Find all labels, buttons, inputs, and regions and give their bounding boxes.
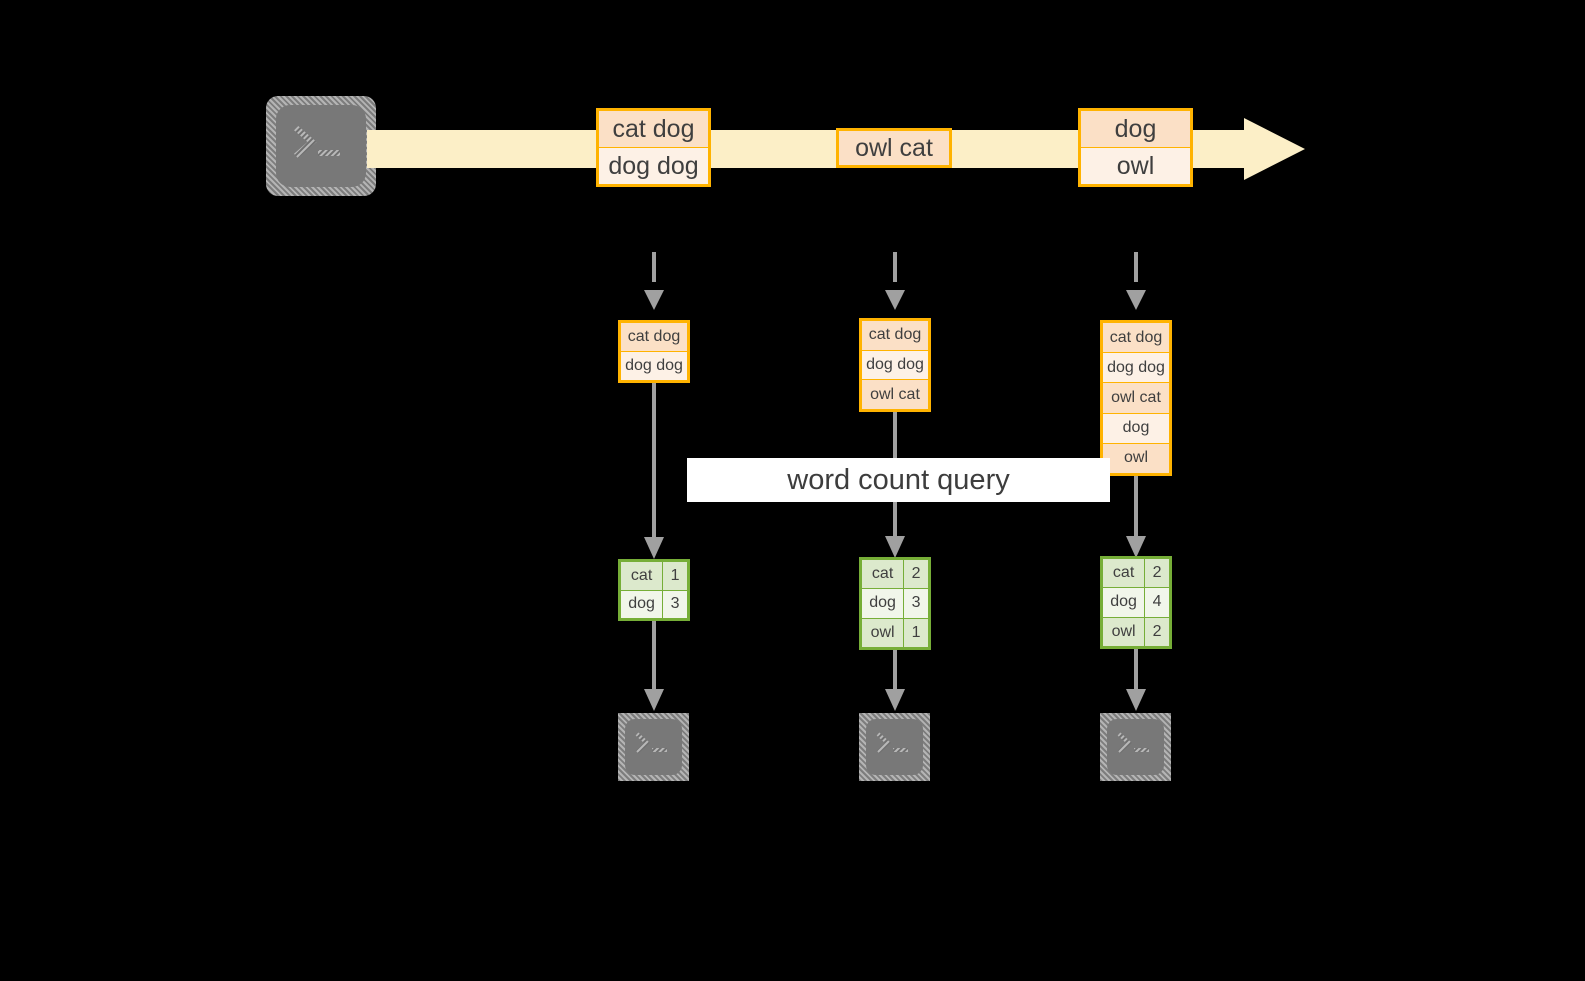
word-cell: owl bbox=[1103, 617, 1146, 646]
word-cell: dog bbox=[862, 589, 905, 618]
count-cell: 2 bbox=[904, 560, 928, 589]
word-cell: cat bbox=[621, 562, 664, 590]
record-row: cat dog bbox=[862, 321, 928, 351]
result-table-column-1: cat 1 dog 3 bbox=[618, 559, 690, 621]
table-row: cat 2 bbox=[862, 560, 928, 590]
word-cell: cat bbox=[862, 560, 905, 589]
table-row: owl 2 bbox=[1103, 617, 1169, 646]
count-cell: 2 bbox=[1145, 617, 1169, 646]
query-connector-column-1 bbox=[644, 383, 664, 559]
count-cell: 4 bbox=[1145, 588, 1169, 617]
prompt-glyph-icon bbox=[635, 732, 667, 754]
prompt-glyph-icon bbox=[294, 125, 340, 159]
icon-plate bbox=[1107, 719, 1164, 775]
stream-batch-3: dog owl bbox=[1078, 108, 1193, 187]
sink-connector-column-1 bbox=[644, 621, 664, 711]
prompt-glyph-icon bbox=[1117, 732, 1149, 754]
table-row: cat 2 bbox=[1103, 559, 1169, 589]
record-row: owl cat bbox=[1103, 383, 1169, 414]
sink-connector-column-2 bbox=[885, 650, 905, 711]
accumulated-records-column-3: cat dog dog dog owl cat dog owl bbox=[1100, 320, 1172, 476]
stream-batch-2: owl cat bbox=[836, 128, 952, 168]
sink-terminal-icon-column-2 bbox=[859, 713, 930, 781]
icon-plate bbox=[276, 105, 366, 187]
table-row: dog 4 bbox=[1103, 588, 1169, 618]
query-label: word count query bbox=[687, 458, 1110, 502]
sink-terminal-icon-column-3 bbox=[1100, 713, 1171, 781]
table-row: dog 3 bbox=[621, 590, 687, 618]
record-row: owl cat bbox=[862, 380, 928, 410]
record-row: dog dog bbox=[599, 148, 708, 184]
record-row: dog dog bbox=[1103, 353, 1169, 384]
record-row: cat dog bbox=[1103, 323, 1169, 354]
count-cell: 3 bbox=[904, 589, 928, 618]
record-row: owl bbox=[1081, 148, 1190, 184]
record-row: dog bbox=[1081, 111, 1190, 148]
record-row: owl bbox=[1103, 443, 1169, 474]
record-row: owl cat bbox=[839, 131, 949, 165]
dashed-connector-column-1 bbox=[644, 252, 664, 310]
sink-connector-column-3 bbox=[1126, 649, 1146, 711]
count-cell: 1 bbox=[904, 618, 928, 647]
record-row: dog dog bbox=[862, 350, 928, 381]
word-cell: dog bbox=[1103, 588, 1146, 617]
prompt-glyph-icon bbox=[876, 732, 908, 754]
result-table-column-2: cat 2 dog 3 owl 1 bbox=[859, 557, 931, 650]
stream-batch-1: cat dog dog dog bbox=[596, 108, 711, 187]
source-terminal-icon bbox=[266, 96, 376, 196]
word-cell: owl bbox=[862, 618, 905, 647]
record-row: dog bbox=[1103, 413, 1169, 444]
word-cell: dog bbox=[621, 590, 664, 618]
dashed-connector-column-2 bbox=[885, 252, 905, 310]
record-row: cat dog bbox=[599, 111, 708, 148]
sink-terminal-icon-column-1 bbox=[618, 713, 689, 781]
accumulated-records-column-2: cat dog dog dog owl cat bbox=[859, 318, 931, 412]
word-cell: cat bbox=[1103, 559, 1146, 588]
icon-plate bbox=[866, 719, 923, 775]
count-cell: 3 bbox=[663, 590, 687, 618]
query-connector-column-3 bbox=[1126, 476, 1146, 558]
table-row: cat 1 bbox=[621, 562, 687, 591]
record-row: cat dog bbox=[621, 323, 687, 352]
dashed-connector-column-3 bbox=[1126, 252, 1146, 310]
table-row: owl 1 bbox=[862, 618, 928, 647]
count-cell: 2 bbox=[1145, 559, 1169, 588]
accumulated-records-column-1: cat dog dog dog bbox=[618, 320, 690, 383]
count-cell: 1 bbox=[663, 562, 687, 590]
result-table-column-3: cat 2 dog 4 owl 2 bbox=[1100, 556, 1172, 649]
table-row: dog 3 bbox=[862, 589, 928, 619]
record-row: dog dog bbox=[621, 352, 687, 380]
icon-plate bbox=[625, 719, 682, 775]
